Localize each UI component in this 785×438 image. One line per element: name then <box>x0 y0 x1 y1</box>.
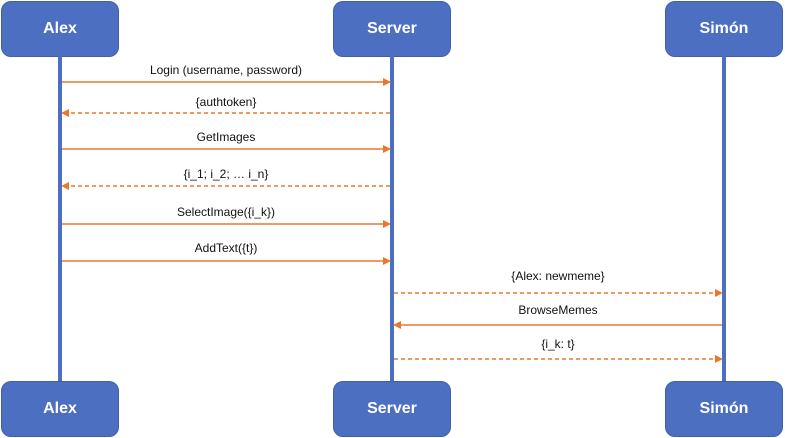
message-label-browsememes: BrowseMemes <box>518 303 598 317</box>
participant-simon-bottom: Simón <box>665 381 783 437</box>
participant-alex-bottom: Alex <box>1 381 119 437</box>
message-label-selectimage: SelectImage({i_k}) <box>176 205 276 219</box>
participant-alex-top: Alex <box>1 1 119 57</box>
message-label-addtext: AddText({t}) <box>194 241 258 255</box>
message-label-ik-t: {i_k: t} <box>541 337 575 351</box>
message-label-login: Login (username, password) <box>149 63 303 77</box>
message-label-newmeme: {Alex: newmeme} <box>511 269 605 283</box>
message-label-authtoken: {authtoken} <box>195 95 257 109</box>
message-label-getimages: GetImages <box>196 130 256 144</box>
lifeline-server <box>390 56 394 382</box>
participant-simon-top: Simón <box>665 1 783 57</box>
participant-server-bottom: Server <box>333 381 451 437</box>
lifeline-simon <box>722 56 726 382</box>
message-label-image-list: {i_1; i_2; … i_n} <box>183 167 269 181</box>
lifeline-alex <box>58 56 62 382</box>
